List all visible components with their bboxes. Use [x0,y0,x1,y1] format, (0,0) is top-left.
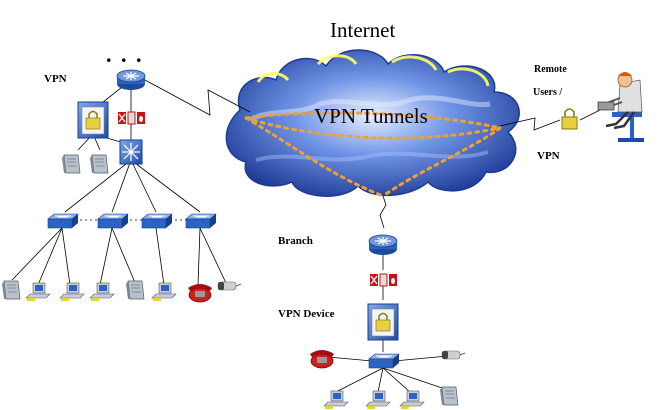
lan-computer-icon[interactable] [151,282,177,302]
camera-icon[interactable] [217,281,242,291]
access-switch-icon[interactable] [47,213,79,229]
branch-computer-icon[interactable] [365,390,391,410]
remote-vpn-lock-icon[interactable] [561,108,578,130]
vpn-tunnels-label: VPN Tunnels [314,104,428,128]
branch-vpn-device-icon[interactable] [367,303,399,341]
lan-server-icon[interactable] [125,280,145,300]
hq-firewall-icon[interactable] [117,111,146,125]
vpn-tunnel-paths [244,111,502,198]
users-label: Users / [533,87,563,98]
internet-label: Internet [330,18,396,42]
ellipsis-marks: . . . [106,42,144,67]
branch-computer-icon[interactable] [399,390,425,410]
remote-label: Remote [534,64,567,75]
branch-firewall-icon[interactable] [369,273,398,287]
lan-computer-icon[interactable] [59,282,85,302]
lan-server-icon[interactable] [1,280,21,300]
branch-switch-icon[interactable] [368,353,400,369]
lan-computer-icon[interactable] [89,282,115,302]
hq-server-icon[interactable] [61,154,81,174]
access-switch-icon[interactable] [141,213,173,229]
hq-vpn-device-icon[interactable] [77,101,109,139]
branch-server-icon[interactable] [439,386,459,406]
hq-vpn-label: VPN [44,73,67,85]
branch-camera-icon[interactable] [441,350,466,360]
access-switch-icon[interactable] [185,213,217,229]
hq-router-icon[interactable] [116,69,146,91]
hq-server-icon[interactable] [89,154,109,174]
lan-computer-icon[interactable] [25,282,51,302]
branch-router-icon[interactable] [368,234,398,256]
hq-core-switch-icon[interactable] [119,139,143,165]
vpn-device-label: VPN Device [278,308,335,320]
branch-computer-icon[interactable] [323,390,349,410]
remote-vpn-label: VPN [537,150,560,162]
branch-label: Branch [278,235,313,247]
access-switch-icon[interactable] [97,213,129,229]
remote-user-icon[interactable] [597,72,644,142]
ip-phone-icon[interactable] [187,283,213,303]
branch-phone-icon[interactable] [309,349,335,369]
